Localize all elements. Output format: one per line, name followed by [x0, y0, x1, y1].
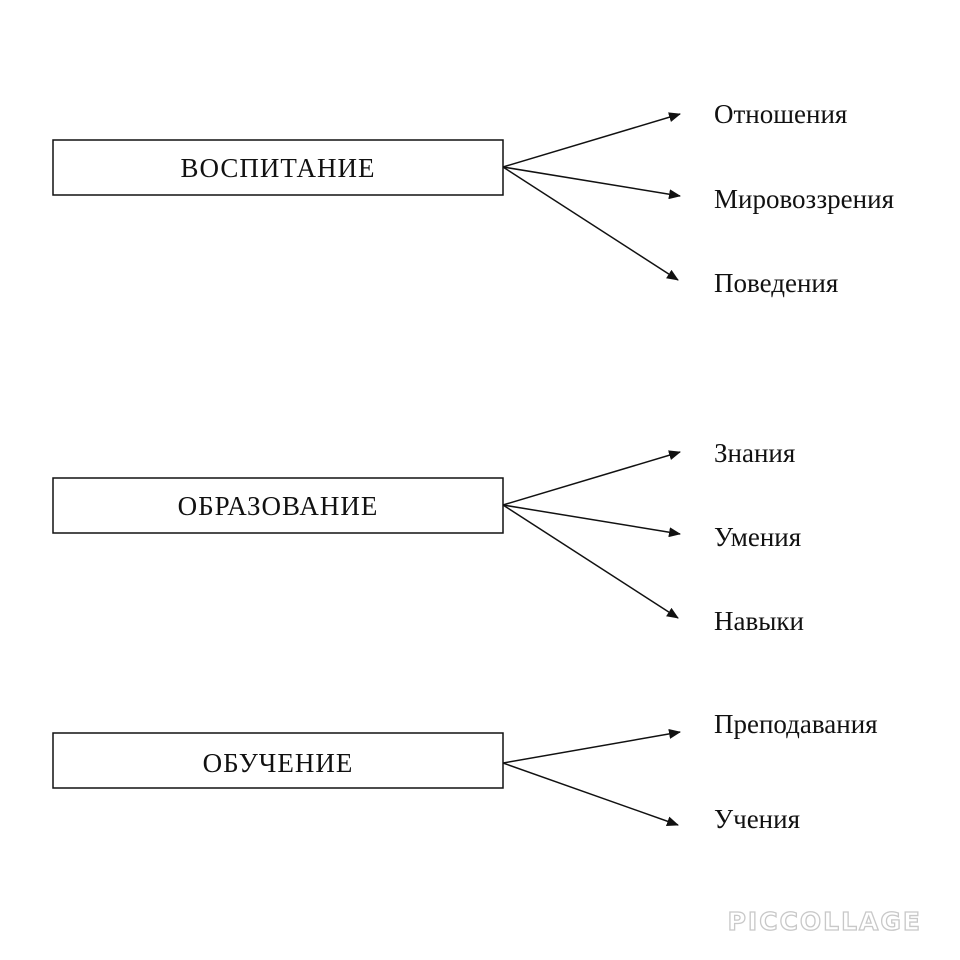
concept-label-obrazovanie: ОБРАЗОВАНИЕ — [178, 491, 379, 521]
concept-box-obuchenie — [52, 732, 504, 789]
group-vospitanie: ВОСПИТАНИЕ Отношения Мировоззрения Повед… — [52, 99, 894, 298]
arrow-vospitanie-povedeniya — [502, 166, 679, 281]
arrow-vospitanie-otnosheniya — [502, 112, 681, 168]
arrow-obrazovanie-umeniya — [502, 504, 681, 538]
arrow-obrazovanie-znaniya — [502, 450, 681, 506]
concept-label-obuchenie: ОБУЧЕНИЕ — [203, 748, 354, 778]
concept-label-vospitanie: ВОСПИТАНИЕ — [181, 153, 376, 183]
leaf-prepodavaniya: Преподавания — [714, 709, 878, 739]
arrow-vospitanie-mirovozzreniya — [502, 166, 681, 200]
leaf-ucheniya: Учения — [714, 804, 800, 834]
concept-box-vospitanie — [52, 139, 504, 196]
group-obrazovanie: ОБРАЗОВАНИЕ Знания Умения Навыки — [52, 438, 804, 636]
leaf-otnosheniya: Отношения — [714, 99, 847, 129]
arrow-obuchenie-prepodavaniya — [502, 728, 681, 764]
concept-box-obrazovanie — [52, 477, 504, 534]
leaf-navyki: Навыки — [714, 606, 804, 636]
leaf-povedeniya: Поведения — [714, 268, 838, 298]
leaf-mirovozzreniya: Мировоззрения — [714, 184, 894, 214]
leaf-umeniya: Умения — [714, 522, 801, 552]
piccollage-watermark: PICCOLLAGE — [728, 907, 922, 936]
arrow-obrazovanie-navyki — [502, 504, 679, 619]
arrow-obuchenie-ucheniya — [502, 762, 679, 827]
leaf-znaniya: Знания — [714, 438, 795, 468]
group-obuchenie: ОБУЧЕНИЕ Преподавания Учения — [52, 709, 878, 834]
